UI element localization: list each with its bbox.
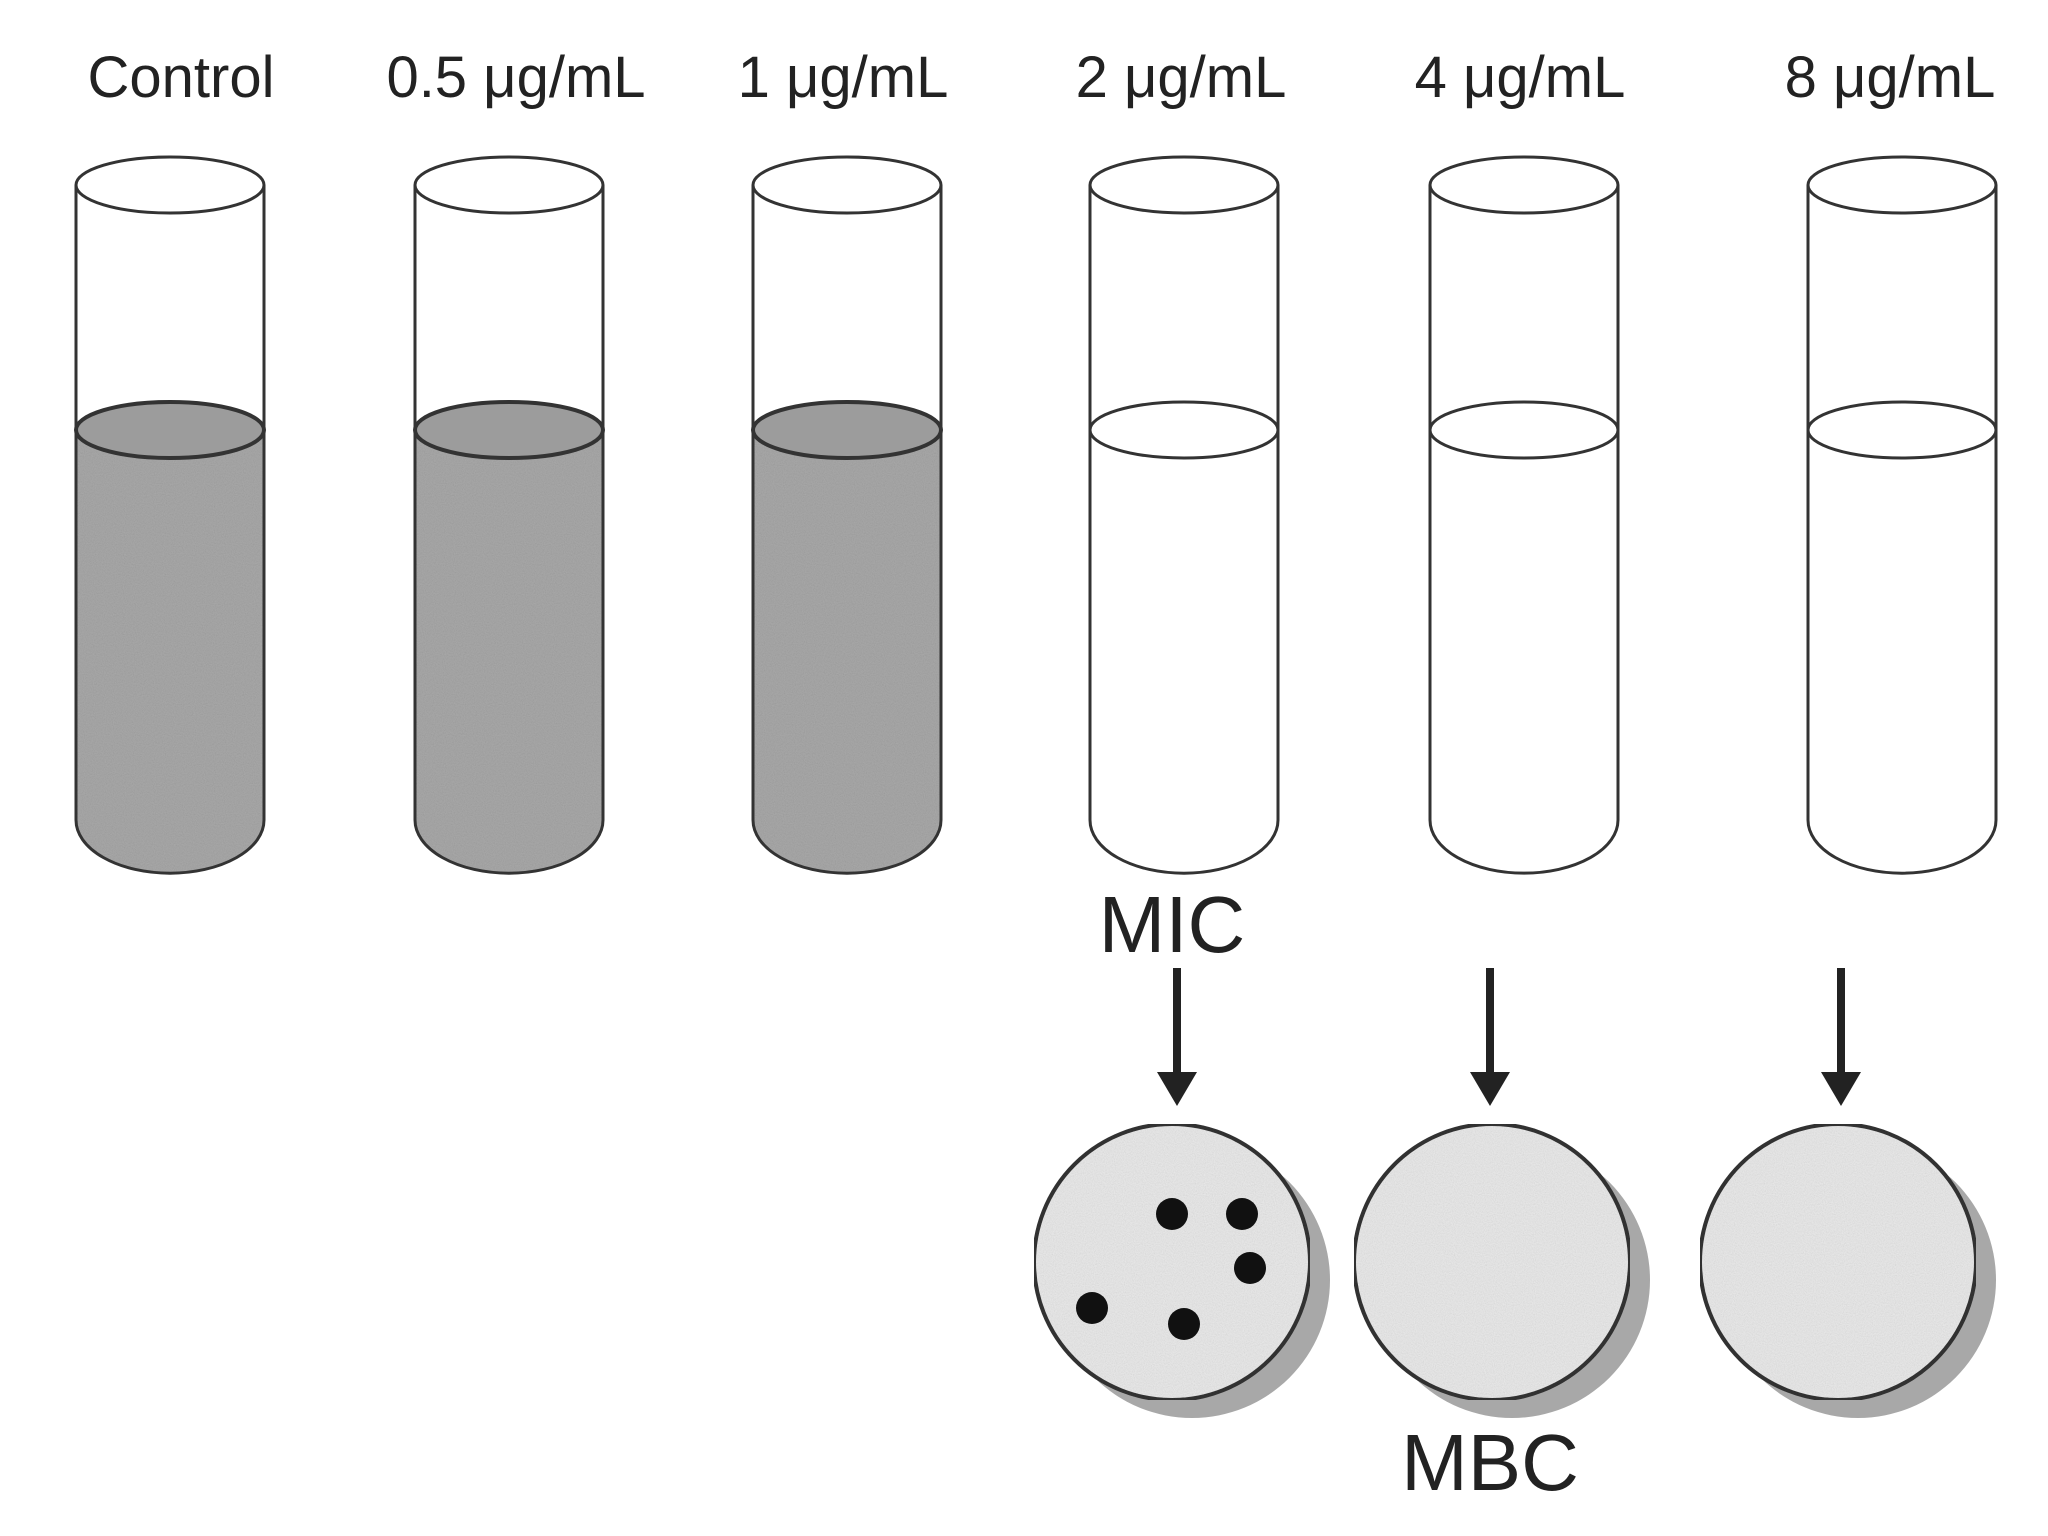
liquid-surface	[74, 400, 266, 460]
turbid-liquid	[753, 430, 941, 874]
tube	[413, 155, 605, 875]
clear-liquid	[1430, 430, 1618, 874]
tube-wall	[1088, 185, 1280, 875]
arrow-tube-2-to-plate	[1157, 968, 1197, 1106]
tube-wall	[74, 185, 266, 875]
liquid-surface	[1428, 400, 1620, 460]
bacterial-colony	[1076, 1292, 1108, 1324]
bacterial-colony	[1226, 1198, 1258, 1230]
liquid-surface	[1088, 400, 1280, 460]
arrow-tube-4-to-plate	[1470, 968, 1510, 1106]
tube	[1428, 155, 1620, 875]
agar-plates	[1032, 1122, 1996, 1418]
tube-label-4: 4 μg/mL	[1415, 45, 1626, 110]
tube-rim	[751, 155, 943, 215]
turbid-liquid	[415, 430, 603, 874]
tube-wall	[751, 185, 943, 875]
tube-wall	[1806, 185, 1998, 875]
tube	[1806, 155, 1998, 875]
tube-rim	[74, 155, 266, 215]
turbid-liquid	[76, 430, 264, 874]
tube	[74, 155, 266, 875]
clear-liquid	[1808, 430, 1996, 874]
arrow-tube-8-to-plate	[1821, 968, 1861, 1106]
tube-label-1: 1 μg/mL	[738, 45, 949, 110]
tube-rim	[1428, 155, 1620, 215]
tubes	[74, 155, 1998, 875]
liquid-surface	[413, 400, 605, 460]
mbc-label: MBC	[1401, 1418, 1579, 1507]
tube-label-0-5: 0.5 μg/mL	[386, 45, 645, 110]
agar-plate	[1698, 1122, 1996, 1418]
tube	[751, 155, 943, 875]
tube-rim	[1088, 155, 1280, 215]
bacterial-colony	[1156, 1198, 1188, 1230]
clear-liquid	[1090, 430, 1278, 874]
tube-label-2: 2 μg/mL	[1076, 45, 1287, 110]
agar-plate	[1032, 1122, 1330, 1418]
liquid-surface	[1806, 400, 1998, 460]
tube-rim	[1806, 155, 1998, 215]
agar-plate	[1352, 1122, 1650, 1418]
tube-label-8: 8 μg/mL	[1785, 45, 1996, 110]
tube-rim	[413, 155, 605, 215]
tube-wall	[413, 185, 605, 875]
tube-label-control: Control	[88, 45, 275, 110]
bacterial-colony	[1168, 1308, 1200, 1340]
plate-surface	[1352, 1122, 1632, 1402]
mic-label: MIC	[1099, 880, 1246, 969]
liquid-surface	[751, 400, 943, 460]
plate-surface	[1698, 1122, 1978, 1402]
tube	[1088, 155, 1280, 875]
tube-wall	[1428, 185, 1620, 875]
plate-surface	[1032, 1122, 1312, 1402]
bacterial-colony	[1234, 1252, 1266, 1284]
